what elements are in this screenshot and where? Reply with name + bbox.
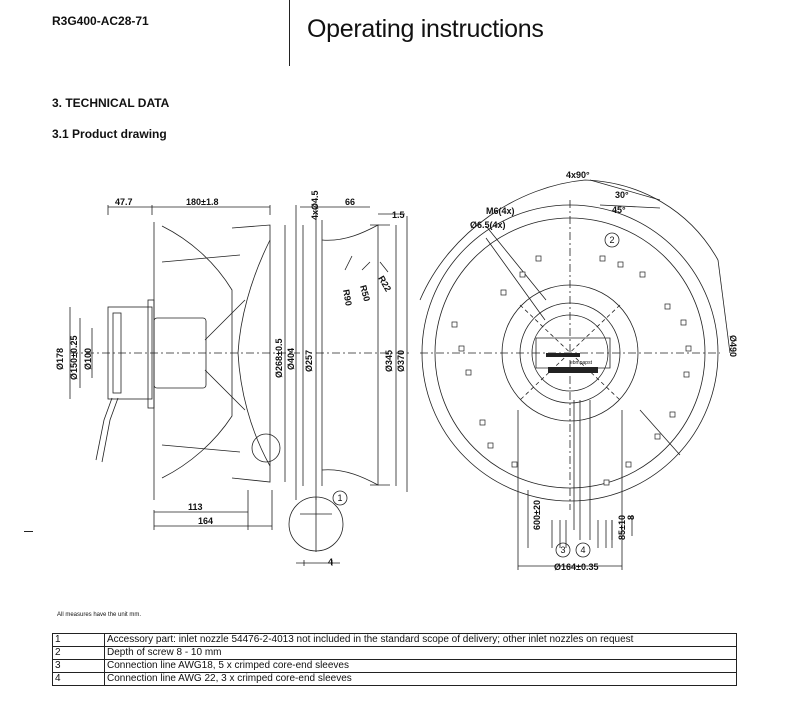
- legend-row: 3 Connection line AWG18, 5 x crimped cor…: [52, 659, 737, 673]
- callout-2: 2: [609, 235, 614, 245]
- legend-number: 1: [52, 633, 105, 647]
- units-note: All measures have the unit mm.: [57, 612, 142, 618]
- legend-row: 2 Depth of screw 8 - 10 mm: [52, 646, 737, 660]
- dim-text: Ø404: [286, 348, 296, 370]
- dim-text: 113: [188, 502, 203, 512]
- dim-text: Ø150±0.25: [69, 336, 79, 380]
- legend-number: 2: [52, 646, 105, 660]
- legend-number: 3: [52, 659, 105, 673]
- dim-text: 4: [328, 557, 333, 567]
- legend-row: 1 Accessory part: inlet nozzle 54476-2-4…: [52, 633, 737, 647]
- dim-text: 600±20: [532, 500, 542, 530]
- dim-text: R50: [358, 284, 372, 303]
- page-title: Operating instructions: [307, 15, 544, 43]
- dim-text: Ø370: [396, 350, 406, 372]
- dim-text: Ø100: [83, 348, 93, 370]
- header-divider: [289, 0, 290, 66]
- dim-text: 85±10: [617, 515, 627, 540]
- nozzle-view: [300, 205, 410, 500]
- dim-text: Ø6.5(4x): [470, 220, 506, 230]
- dim-text: 1.5: [392, 210, 405, 220]
- section-heading: 3. TECHNICAL DATA: [52, 96, 170, 110]
- dim-text: 45°: [612, 205, 626, 215]
- legend-text: Accessory part: inlet nozzle 54476-2-401…: [104, 633, 737, 647]
- margin-mark: [24, 531, 33, 532]
- dim-text: 164: [198, 516, 213, 526]
- legend-text: Depth of screw 8 - 10 mm: [104, 646, 737, 660]
- dim-text: Ø345: [384, 350, 394, 372]
- dim-text: Ø164±0.35: [554, 562, 598, 572]
- dim-text: 66: [345, 197, 355, 207]
- side-view: [69, 205, 300, 530]
- product-drawing: 47.7 180±1.8 113 164 Ø178 Ø150±0.25 Ø100…: [55, 170, 738, 572]
- legend-table: 1 Accessory part: inlet nozzle 54476-2-4…: [52, 633, 737, 686]
- dim-text: 4x90°: [566, 170, 590, 180]
- legend-row: 4 Connection line AWG 22, 3 x crimped co…: [52, 672, 737, 686]
- subsection-heading: 3.1 Product drawing: [52, 127, 167, 141]
- legend-text: Connection line AWG18, 5 x crimped core-…: [104, 659, 737, 673]
- dim-text: Ø490: [728, 335, 738, 357]
- dim-text: 30°: [615, 190, 629, 200]
- legend-number: 4: [52, 672, 105, 686]
- dim-text: Ø257: [304, 350, 314, 372]
- dim-text: 4xØ4.5: [310, 190, 320, 220]
- dim-text: Ø268±0.5: [274, 339, 284, 378]
- dim-text: R22: [376, 274, 393, 293]
- dim-text: 180±1.8: [186, 197, 218, 207]
- dim-text: 47.7: [115, 197, 133, 207]
- model-number: R3G400-AC28-71: [52, 14, 149, 28]
- dim-text: R90: [341, 289, 354, 307]
- dim-text: 8: [626, 515, 636, 520]
- dim-text: M6(4x): [486, 206, 515, 216]
- callout-4: 4: [580, 545, 585, 555]
- front-view: [419, 179, 731, 570]
- callout-1: 1: [337, 493, 342, 503]
- callout-3: 3: [560, 545, 565, 555]
- hub-label: ebmpapst: [570, 360, 593, 366]
- dim-text: Ø178: [55, 348, 65, 370]
- legend-text: Connection line AWG 22, 3 x crimped core…: [104, 672, 737, 686]
